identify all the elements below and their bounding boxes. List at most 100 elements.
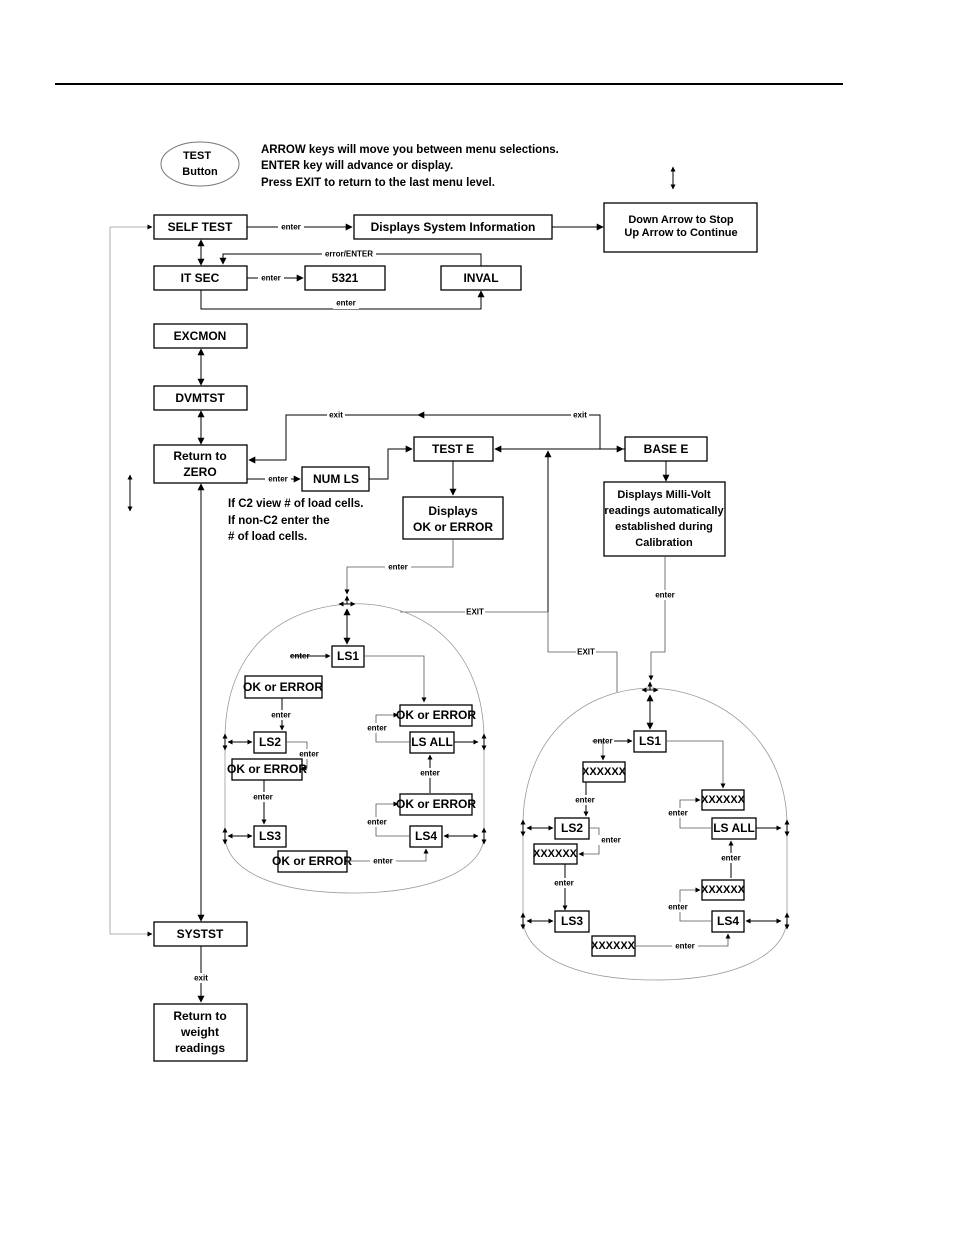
systst-label: SYSTST	[177, 927, 224, 941]
enter-label: enter	[290, 652, 310, 661]
return-weight-line2: weight	[180, 1025, 219, 1039]
return-zero-line2: ZERO	[183, 465, 216, 479]
enter-label: enter	[367, 724, 387, 733]
instruction-arrow-keys: ARROW keys will move you between menu se…	[261, 144, 559, 156]
base-e-display-line4: Calibration	[635, 537, 693, 549]
num-ls-note-line3: # of load cells.	[228, 531, 307, 543]
test-result-label: OK or ERROR	[396, 797, 476, 811]
base-e-display-line1: Displays Milli-Volt	[617, 489, 711, 501]
exit-label: exit	[194, 974, 208, 983]
test-ls4-box	[409, 825, 443, 848]
base-result-label: XXXXXX	[701, 794, 746, 806]
loop-junction-icon	[338, 595, 356, 607]
num-ls-to-test-e-arrow	[369, 445, 413, 480]
enter-label: enter	[388, 563, 408, 572]
num-ls-note-line2: If non-C2 enter the	[228, 515, 330, 527]
enter-label: enter	[668, 903, 688, 912]
base-result-box-4	[701, 879, 745, 901]
num-ls-box	[301, 466, 370, 492]
ls1-to-result-arrow	[364, 655, 427, 703]
base-result-to-ls4-arrow	[635, 933, 731, 947]
base-ls4-label: LS4	[717, 914, 739, 928]
test-ls1-label: LS1	[337, 649, 359, 663]
base-ls-all-label: LS ALL	[713, 821, 755, 835]
base-ls3-label: LS3	[561, 914, 583, 928]
error-enter-label: error/ENTER	[325, 250, 373, 259]
left-loop-line	[109, 227, 153, 937]
enter-label: enter	[420, 769, 440, 778]
enter-label: enter	[271, 711, 291, 720]
enter-label: enter	[593, 737, 613, 746]
test-result-box-2	[399, 704, 473, 727]
inval-box	[440, 265, 522, 291]
num-ls-label: NUM LS	[313, 472, 359, 486]
test-result-box-1	[244, 675, 323, 699]
base-ls1-box	[633, 730, 667, 753]
test-e-display-line2: OK or ERROR	[413, 520, 493, 534]
test-result-label: OK or ERROR	[396, 708, 476, 722]
base-loop: LS1 enter XXXXXX enter XXXXXX LS ALL ent…	[520, 681, 790, 981]
enter-label: enter	[253, 793, 273, 802]
code-5321-label: 5321	[332, 271, 359, 285]
test-button-ellipse	[160, 141, 240, 187]
exit-caps-label: EXIT	[466, 608, 484, 617]
base-ls2-label: LS2	[561, 821, 583, 835]
enter-label: enter	[721, 854, 741, 863]
enter-label: enter	[675, 942, 695, 951]
test-result-box-4	[399, 793, 473, 816]
instruction-exit-key: Press EXIT to return to the last menu le…	[261, 177, 495, 189]
instruction-enter-key: ENTER key will advance or display.	[261, 160, 453, 172]
test-e-label: TEST E	[432, 442, 474, 456]
base-result-label: XXXXXX	[582, 766, 627, 778]
base-ls1-label: LS1	[639, 734, 661, 748]
test-ls-all-label: LS ALL	[411, 735, 453, 749]
test-ls3-box	[253, 825, 287, 848]
dvmtst-box	[153, 385, 248, 411]
enter-label: enter	[367, 818, 387, 827]
base-e-display-line3: established during	[615, 521, 713, 533]
base-result-label: XXXXXX	[533, 848, 578, 860]
arrow-note-line2: Up Arrow to Continue	[624, 227, 737, 239]
exit-caps-label: EXIT	[577, 648, 595, 657]
enter-label: enter	[373, 857, 393, 866]
base-result-box-1	[582, 761, 626, 783]
excmon-label: EXCMON	[174, 329, 227, 343]
test-ls2-box	[253, 731, 287, 754]
exit-label: exit	[329, 411, 343, 420]
arrow-note-line1: Down Arrow to Stop	[628, 214, 734, 226]
enter-label: enter	[268, 475, 288, 484]
test-ls4-label: LS4	[415, 829, 437, 843]
arrow-note-box	[603, 202, 758, 253]
enter-label: enter	[575, 796, 595, 805]
code-5321-box	[304, 265, 386, 291]
test-e-display-line1: Displays	[428, 504, 478, 518]
test-button-line1: TEST	[183, 150, 211, 162]
self-test-label: SELF TEST	[168, 220, 233, 234]
test-result-box-5	[277, 850, 348, 873]
base-result-box-3	[533, 843, 578, 865]
return-zero-line1: Return to	[173, 449, 226, 463]
base-e-label: BASE E	[644, 442, 689, 456]
test-ls2-label: LS2	[259, 735, 281, 749]
return-zero-box	[153, 444, 248, 484]
self-test-box	[153, 214, 248, 240]
base-result-box-2	[701, 789, 745, 811]
inval-label: INVAL	[463, 271, 498, 285]
enter-label: enter	[261, 274, 281, 283]
test-result-label: OK or ERROR	[272, 854, 352, 868]
test-e-display-box	[402, 496, 504, 540]
test-loop: LS1 enter OK or ERROR enter OK or ERROR …	[222, 595, 487, 894]
exit-label: exit	[573, 411, 587, 420]
enter-label: enter	[668, 809, 688, 818]
system-info-label: Displays System Information	[371, 220, 536, 234]
base-ls4-box	[711, 910, 745, 933]
return-weight-line3: readings	[175, 1041, 225, 1055]
enter-label: enter	[281, 223, 301, 232]
enter-label: enter	[601, 836, 621, 845]
test-result-label: OK or ERROR	[243, 680, 323, 694]
enter-label: enter	[336, 299, 356, 308]
base-display-enter-arrow	[648, 556, 666, 681]
dvmtst-label: DVMTST	[175, 391, 225, 405]
base-e-display-line2: readings automatically	[604, 505, 724, 517]
